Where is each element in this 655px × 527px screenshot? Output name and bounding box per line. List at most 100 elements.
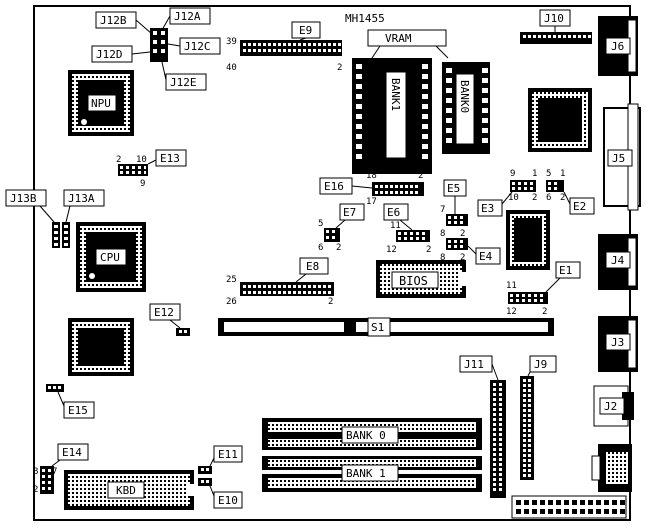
svg-text:2: 2 — [460, 253, 465, 263]
right-chip-top — [528, 88, 592, 152]
s1-slot: S1 — [218, 317, 554, 337]
svg-text:E9: E9 — [299, 24, 312, 37]
j12d-label: J12D — [91, 45, 151, 63]
j12b-label: J12B — [95, 11, 153, 35]
svg-text:E8: E8 — [306, 260, 319, 273]
svg-text:2: 2 — [337, 63, 342, 73]
svg-text:J12E: J12E — [170, 76, 197, 89]
board-id: MH1455 — [345, 12, 385, 25]
j12e-label: J12E — [161, 61, 207, 91]
svg-text:9: 9 — [140, 179, 145, 189]
npu-label: NPU — [91, 97, 111, 110]
svg-text:J12C: J12C — [184, 40, 211, 53]
svg-text:2: 2 — [460, 229, 465, 239]
svg-text:7: 7 — [440, 205, 445, 215]
svg-text:E14: E14 — [62, 446, 82, 459]
svg-text:BANK 0: BANK 0 — [346, 429, 386, 442]
svg-text:39: 39 — [226, 37, 237, 47]
svg-text:E4: E4 — [479, 250, 493, 263]
svg-text:J10: J10 — [544, 12, 564, 25]
svg-text:2: 2 — [33, 485, 38, 495]
svg-text:KBD: KBD — [116, 484, 136, 497]
j11-header: J11 — [459, 355, 506, 498]
svg-text:E6: E6 — [387, 206, 400, 219]
e14-header: 8 7 2 E14 — [33, 443, 89, 495]
e11-jumper: E11 — [198, 445, 243, 474]
svg-text:11: 11 — [506, 281, 517, 291]
svg-text:7: 7 — [52, 467, 57, 477]
vram-bank1-label: BANK1 — [389, 78, 402, 111]
svg-text:2: 2 — [542, 307, 547, 317]
j6-connector: J6 — [598, 16, 638, 76]
j4-connector: J4 — [598, 234, 638, 290]
svg-text:12: 12 — [506, 307, 517, 317]
svg-text:BANK 1: BANK 1 — [346, 467, 386, 480]
j13-jumpers: J13B J13A — [5, 189, 105, 248]
e13-header: 2 10 9 E13 — [116, 149, 187, 189]
svg-text:E5: E5 — [447, 182, 460, 195]
svg-text:E2: E2 — [573, 200, 586, 213]
e12-jumper: E12 — [149, 303, 190, 336]
svg-text:2: 2 — [418, 171, 423, 181]
e7-header: 5 6 2 E7 — [318, 203, 365, 253]
npu-chip: NPU — [68, 70, 134, 136]
svg-text:J5: J5 — [612, 152, 625, 165]
svg-text:1: 1 — [532, 169, 537, 179]
svg-text:J13A: J13A — [68, 192, 95, 205]
svg-text:E16: E16 — [324, 180, 344, 193]
kbd-connector: KBD — [64, 470, 194, 510]
svg-text:8: 8 — [33, 467, 38, 477]
svg-text:40: 40 — [226, 63, 237, 73]
svg-text:2: 2 — [426, 245, 431, 255]
e15-jumper: E15 — [46, 384, 95, 419]
svg-text:E1: E1 — [559, 264, 572, 277]
e4-header: 8 2 E4 — [440, 238, 501, 265]
svg-text:S1: S1 — [371, 321, 384, 334]
e1-header: 11 12 2 E1 — [506, 261, 581, 317]
vram-bank0-label: BANK0 — [458, 80, 471, 113]
svg-text:26: 26 — [226, 297, 237, 307]
svg-text:J12A: J12A — [174, 10, 201, 23]
svg-text:E12: E12 — [154, 306, 174, 319]
svg-text:J4: J4 — [611, 254, 625, 267]
simm-bank-0: BANK 0 — [262, 418, 482, 450]
svg-text:J2: J2 — [604, 400, 617, 413]
j12a-label: J12A — [161, 7, 211, 31]
svg-text:BIOS: BIOS — [399, 274, 428, 288]
bottom-edge-strip — [511, 495, 627, 519]
svg-text:5: 5 — [318, 219, 323, 229]
svg-text:2: 2 — [328, 297, 333, 307]
svg-text:6: 6 — [546, 193, 551, 203]
svg-text:17: 17 — [366, 197, 377, 207]
e8-header: 25 26 2 E8 — [226, 257, 334, 307]
cpu-label: CPU — [100, 251, 120, 264]
svg-text:5: 5 — [546, 169, 551, 179]
svg-text:18: 18 — [366, 171, 377, 181]
j12-jumper-group — [150, 28, 168, 62]
svg-text:1: 1 — [560, 169, 565, 179]
svg-text:VRAM: VRAM — [385, 32, 412, 45]
svg-text:25: 25 — [226, 275, 237, 285]
svg-text:11: 11 — [390, 221, 401, 231]
e3-header: 9 1 10 2 E3 — [477, 169, 537, 217]
svg-text:J12D: J12D — [96, 48, 123, 61]
j3-connector: J3 — [598, 316, 638, 372]
svg-text:12: 12 — [386, 245, 397, 255]
svg-text:J12B: J12B — [100, 14, 127, 27]
svg-text:2: 2 — [336, 243, 341, 253]
j10-header: J10 — [520, 9, 592, 44]
left-chip-bottom — [68, 318, 134, 376]
j2-connector: J2 — [593, 385, 634, 427]
svg-text:J6: J6 — [611, 40, 624, 53]
e6-header: 11 12 2 E6 — [383, 203, 431, 255]
svg-text:E10: E10 — [218, 494, 238, 507]
svg-text:9: 9 — [510, 169, 515, 179]
power-connector — [591, 444, 632, 492]
svg-text:8: 8 — [440, 229, 445, 239]
e10-jumper: E10 — [198, 478, 243, 509]
svg-text:E13: E13 — [160, 152, 180, 165]
svg-text:E15: E15 — [68, 404, 88, 417]
bios-chip: BIOS — [376, 260, 466, 298]
svg-text:J11: J11 — [464, 358, 484, 371]
